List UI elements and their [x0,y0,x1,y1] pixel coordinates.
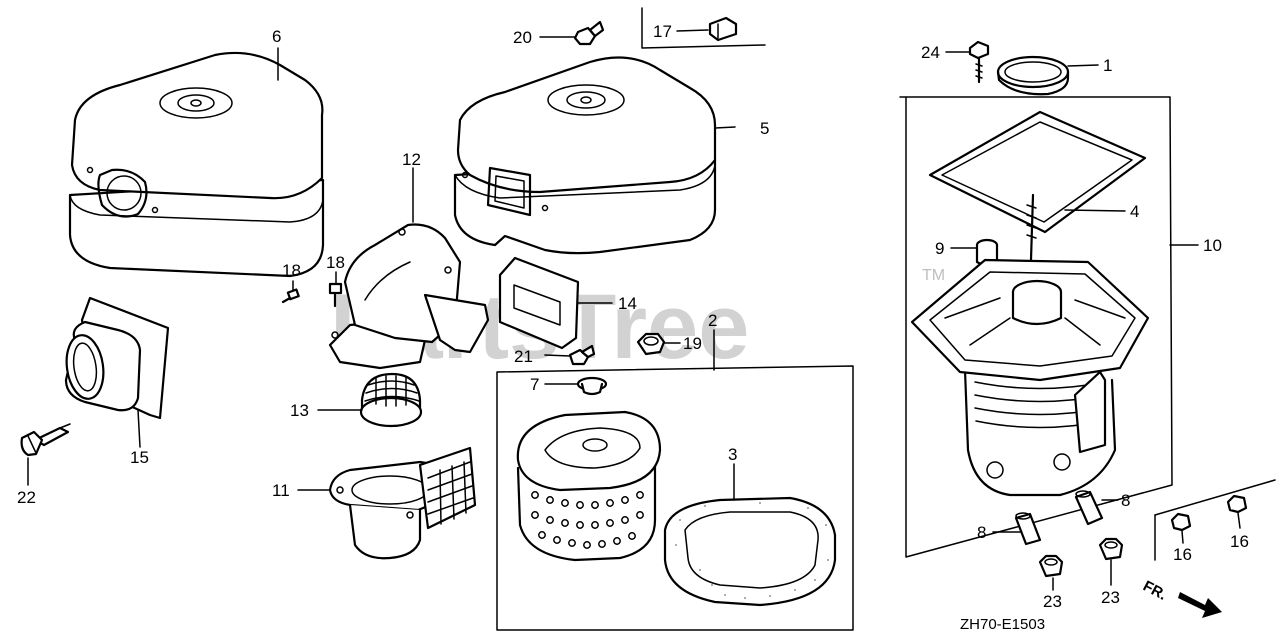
trademark-mark: TM [922,267,945,284]
part-21-wing-nut[interactable] [568,344,596,366]
part-3-foam-element[interactable] [663,496,837,607]
label-2: 2 [708,311,717,330]
label-20: 20 [513,28,532,47]
part-10-air-cleaner-case[interactable] [910,193,1150,497]
part-18-screw-left[interactable] [281,288,300,304]
part-16-group-line [1154,479,1276,516]
label-8-left: 8 [977,523,986,542]
label-7: 7 [530,375,539,394]
part-13-mesh-filter[interactable] [359,372,423,428]
label-23-right: 23 [1101,588,1120,607]
part-22-bolt[interactable] [20,423,71,457]
label-13: 13 [290,401,309,420]
label-18-right: 18 [326,253,345,272]
label-16-right: 16 [1230,532,1249,551]
part-7-grommet[interactable] [576,376,608,396]
part-8-tube-lower[interactable] [1014,512,1042,546]
label-17: 17 [653,22,672,41]
part-23-nut-right[interactable] [1098,537,1124,561]
part-5-cover[interactable] [453,56,717,255]
part-16-nut-left[interactable] [1170,512,1192,532]
label-16-left: 16 [1173,545,1192,564]
front-direction-label: FR. [1140,578,1169,604]
label-9: 9 [935,239,944,258]
part-10-group-frame [899,96,1173,558]
part-23-nut-left[interactable] [1038,554,1064,578]
part-8-tube-upper[interactable] [1074,490,1104,526]
label-11: 11 [272,481,290,500]
part-24-bolt[interactable] [968,40,990,84]
diagram-code: ZH70-E1503 [960,616,1045,633]
part-6-cover[interactable] [68,51,325,278]
part-14-gasket[interactable] [498,256,580,350]
label-24: 24 [921,43,940,62]
label-14: 14 [618,294,637,313]
part-1-seal-ring[interactable] [996,55,1070,96]
part-19-nut[interactable] [636,332,666,356]
part-15-elbow[interactable] [63,296,170,420]
front-direction-arrow: FR. [1140,578,1222,618]
label-12: 12 [402,150,421,169]
label-22: 22 [17,488,36,507]
label-21: 21 [514,347,533,366]
label-19: 19 [683,334,702,353]
part-11-cleaner-case[interactable] [328,446,477,560]
part-4-gasket[interactable] [928,110,1147,234]
part-16-nut-right[interactable] [1226,494,1248,514]
part-2-group-frame [496,365,854,631]
label-8-right: 8 [1121,491,1130,510]
part-2-paper-element[interactable] [516,410,662,562]
label-5: 5 [760,119,769,138]
part-12-air-guide[interactable] [328,223,490,370]
label-23-left: 23 [1043,592,1062,611]
label-4: 4 [1130,202,1139,221]
arrow-icon [1178,592,1222,618]
label-10: 10 [1203,236,1222,255]
label-15: 15 [130,448,149,467]
label-1: 1 [1103,56,1112,75]
label-18-left: 18 [282,261,301,280]
part-17-clip[interactable] [708,16,738,42]
label-3: 3 [728,445,737,464]
part-17-group-frame [641,7,766,49]
label-6: 6 [272,27,281,46]
part-20-wing-nut[interactable] [573,20,605,46]
leader-lines [27,29,1241,591]
